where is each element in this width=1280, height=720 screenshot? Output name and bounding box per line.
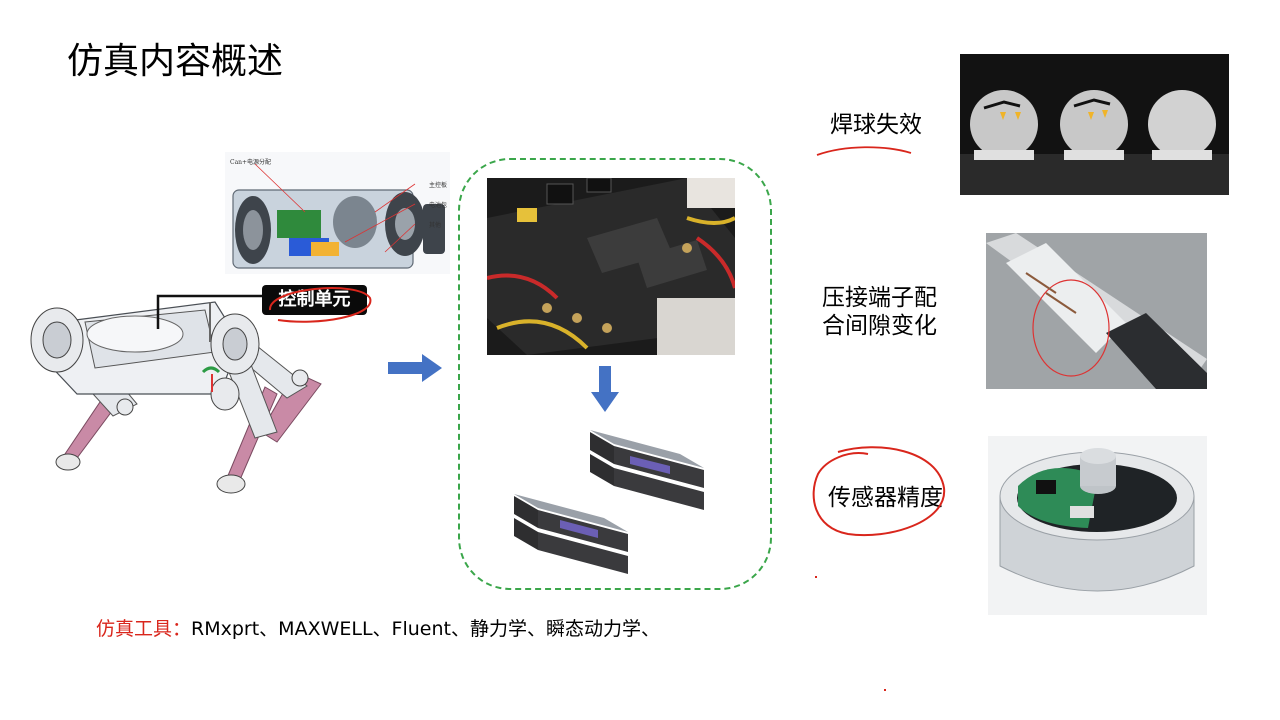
right-arrow-icon	[388, 354, 442, 382]
control-unit-handdrawn-circle	[268, 287, 372, 323]
slide-title: 仿真内容概述	[67, 41, 284, 82]
down-arrow-icon	[591, 366, 619, 412]
simulation-tools-list: RMxprt、MAXWELL、Fluent、静力学、瞬态动力学、	[191, 618, 660, 640]
issue-solder-ball-failure: 焊球失效	[830, 112, 922, 138]
pcb-photo	[487, 178, 735, 355]
diagram-label-main-board: 主控板	[429, 182, 448, 189]
encoder-sensor-drawing	[988, 436, 1207, 615]
pcb-photo-drawing	[487, 178, 735, 355]
handdrawn-underline	[816, 146, 912, 156]
diagram-label-other: 其他	[429, 222, 442, 229]
enclosure-diagram: Can+电源分配 主控板 电池包 其他	[225, 152, 450, 274]
simulation-tools-heading: 仿真工具：	[96, 618, 192, 640]
handdrawn-circle	[812, 446, 946, 537]
simulation-tools-line: 仿真工具：RMxprt、MAXWELL、Fluent、静力学、瞬态动力学、	[96, 614, 660, 644]
crimp-terminal-drawing	[986, 233, 1207, 389]
stray-mark	[815, 576, 817, 578]
pcb-panel	[458, 158, 772, 590]
encoder-sensor-photo	[988, 436, 1207, 615]
solder-ball-xray-drawing	[960, 54, 1229, 195]
enclosure-illustration	[225, 152, 450, 274]
issue-sensor-accuracy: 传感器精度	[828, 485, 943, 511]
solder-ball-xray-photo	[960, 54, 1229, 195]
diagram-label-battery: 电池包	[429, 202, 448, 209]
issue-crimp-terminal-line1: 压接端子配	[822, 285, 937, 311]
robot-dog-illustration	[15, 282, 345, 502]
crimp-terminal-photo	[986, 233, 1207, 389]
diagram-label-can-power: Can+电源分配	[230, 159, 272, 166]
pcb-stack-render	[514, 430, 704, 574]
issue-crimp-terminal-line2: 合间隙变化	[822, 313, 937, 339]
robot-dog-drawing	[30, 294, 322, 494]
stray-mark	[884, 689, 886, 691]
